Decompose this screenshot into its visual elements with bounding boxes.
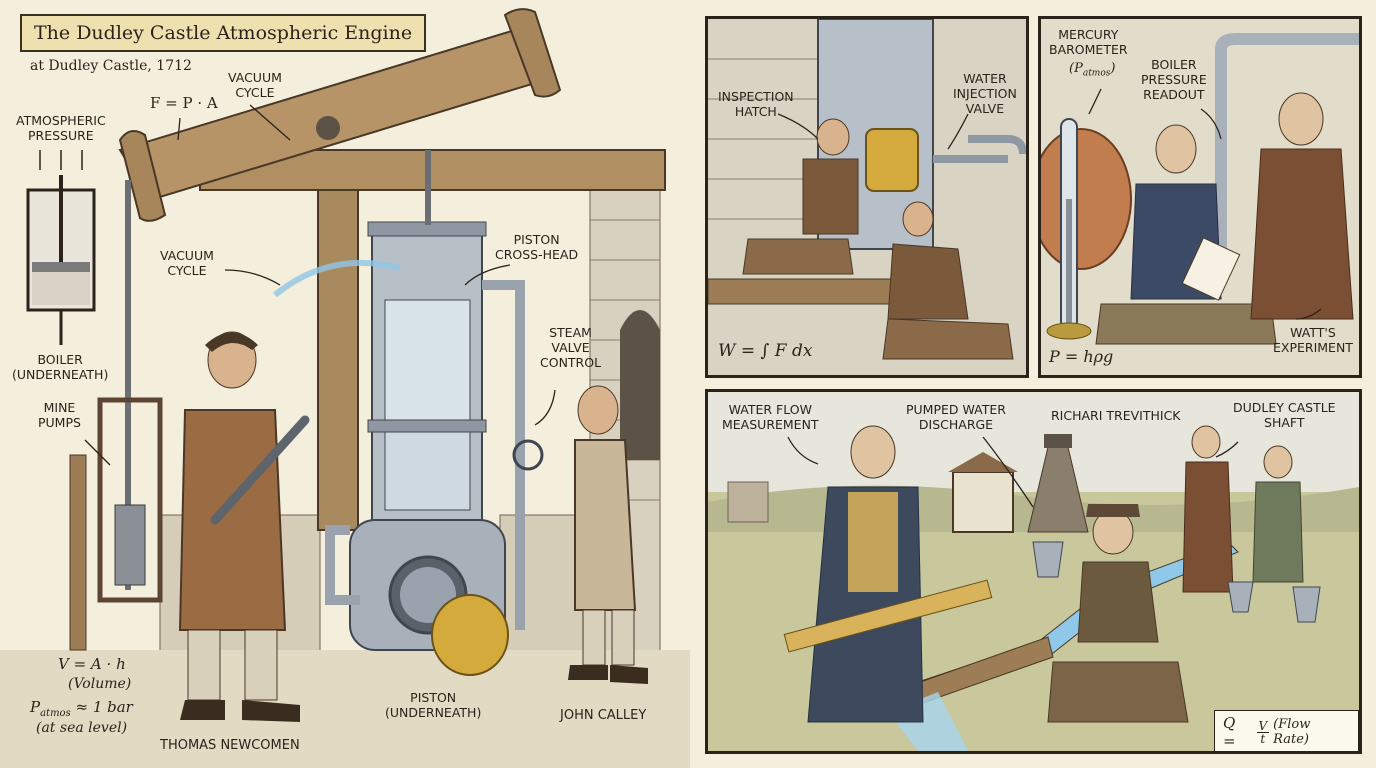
label-mine-pumps: MINE PUMPS [38,400,81,430]
formula-patm: Patmos ≈ 1 bar [30,698,133,719]
label-john-calley: JOHN CALLEY [560,708,647,723]
flow-artwork [708,392,1359,751]
formula-volume-note: (Volume) [68,676,132,692]
page-subtitle: at Dudley Castle, 1712 [30,58,192,74]
label-watts-experiment: WATT'S EXPERIMENT [1273,325,1353,355]
label-dudley-castle-shaft: DUDLEY CASTLE SHAFT [1233,400,1336,430]
label-water-injection-valve: WATER INJECTION VALVE [953,71,1017,116]
barometer-artwork [1041,19,1359,375]
label-thomas-newcomen: THOMAS NEWCOMEN [160,738,300,753]
label-trevithick: RICHARI TREVITHICK [1051,408,1181,423]
label-vacuum-cycle-left: VACUUM CYCLE [160,248,214,278]
panel-flow: WATER FLOW MEASUREMENT PUMPED WATER DISC… [705,389,1362,754]
label-vacuum-cycle-top: VACUUM CYCLE [228,70,282,100]
formula-flow-rate: Q = V t (Flow Rate) [1214,710,1359,751]
main-illustration [0,8,690,768]
label-inspection-hatch: INSPECTION HATCH [718,89,794,119]
inspection-artwork [708,19,1026,375]
formula-pressure: P = hρg [1049,347,1114,366]
label-mercury-barometer: MERCURY BAROMETER [1049,27,1128,57]
formula-volume: V = A · h [58,655,126,673]
label-boiler-pressure-readout: BOILER PRESSURE READOUT [1141,57,1207,102]
panel-barometer: MERCURY BAROMETER (Patmos) BOILER PRESSU… [1038,16,1362,378]
label-boiler-underneath: BOILER (UNDERNEATH) [12,352,109,382]
formula-patm-note: (at sea level) [36,720,128,736]
engine-artwork [0,8,690,768]
label-atmospheric-pressure: ATMOSPHERIC PRESSURE [16,113,106,143]
label-patm-barometer: (Patmos) [1069,61,1116,79]
label-pumped-water-discharge: PUMPED WATER DISCHARGE [906,402,1006,432]
formula-work: W = ∫ F dx [718,341,813,361]
label-water-flow-measurement: WATER FLOW MEASUREMENT [722,402,819,432]
panel-inspection: INSPECTION HATCH WATER INJECTION VALVE W… [705,16,1029,378]
label-steam-valve-control: STEAM VALVE CONTROL [540,325,602,370]
page-title: The Dudley Castle Atmospheric Engine [20,14,427,52]
label-piston-cross-head: PISTON CROSS-HEAD [495,232,579,262]
label-piston-underneath: PISTON (UNDERNEATH) [385,690,482,720]
label-force-formula: F = P · A [150,94,218,112]
